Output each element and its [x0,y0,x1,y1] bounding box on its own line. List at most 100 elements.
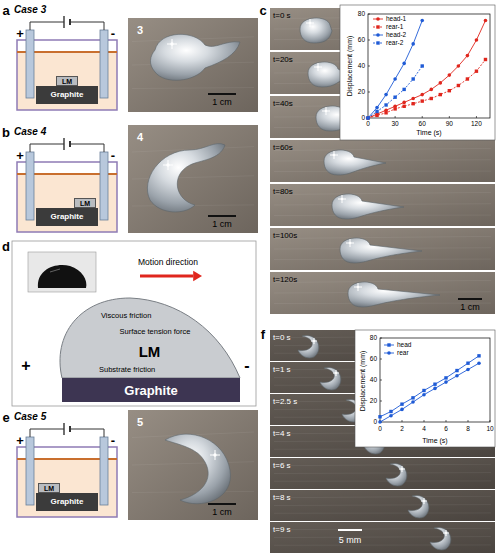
data-marker [411,102,414,105]
axis-tick [368,66,370,67]
light-glint [210,450,220,460]
light-glint [322,107,330,115]
photo-texture [274,480,491,481]
tick-label: 6 [444,426,448,433]
liquid-metal-block: LM [38,483,60,493]
light-glint [423,500,425,502]
data-marker [477,354,480,357]
axis-tick [446,420,447,422]
data-marker [411,400,415,404]
data-marker [477,361,481,365]
axis-tick [490,420,491,422]
data-marker [366,116,370,120]
tick-label: 20 [358,89,365,96]
data-marker [400,408,404,412]
data-marker [433,387,437,391]
tick-label: 0 [366,121,370,128]
data-marker [457,84,460,87]
battery-symbol [63,138,64,150]
axis-tick [449,116,450,118]
photo-background [270,490,495,521]
photo-background [128,410,258,520]
tick-label: 60 [419,121,426,128]
graphite-substrate: Graphite [36,208,98,226]
axis-tick [424,420,425,422]
scale-label: 5 mm [339,536,362,545]
axis-tick [368,14,370,15]
liquid-metal-droplet [147,144,225,212]
node-text: LM [62,78,72,85]
case-label: Case 3 [14,5,46,15]
data-marker [378,420,382,424]
data-series [380,363,479,422]
data-marker [376,17,380,21]
tick-label: 0 [361,115,365,122]
photo-texture [274,464,491,466]
liquid-metal-block: LM [56,76,78,86]
motion-arrow-head [193,271,202,282]
time-stamp: t=120s [273,276,297,284]
axis-tick [368,92,370,93]
wire [30,22,104,30]
liquid-metal-droplet [324,150,386,175]
panel-frame [12,241,256,406]
wire [30,144,104,152]
light-glint [335,372,337,374]
time-stamp: t=100s [273,232,297,240]
photo-texture [274,512,491,513]
electrode [26,437,34,505]
tick-label: 20 [370,398,377,405]
axis-tick [380,401,382,402]
data-marker [384,111,387,114]
time-stamp: t=2.5 s [273,398,297,406]
light-glint [163,160,173,170]
photo-background [270,272,495,314]
legend-text: head [397,342,411,349]
force-label: Viscous friction [101,312,151,320]
polarity-sign: + [21,358,30,374]
node-text: Graphite [51,498,84,506]
data-marker [421,64,424,67]
data-marker [448,73,452,77]
light-glint [338,195,346,203]
data-marker [484,19,488,23]
panel-letter: e [2,411,9,424]
photo-background [128,125,258,233]
data-marker [444,376,447,379]
photo-texture [132,491,254,492]
light-glint [421,498,427,504]
liquid-metal-droplet [165,434,230,504]
photo-background [270,228,495,270]
photo-texture [132,87,254,89]
axis-tick [368,40,370,41]
node-text: LM [44,485,54,492]
data-marker [400,402,403,405]
light-glint [333,154,336,157]
inset-chart-panel [355,330,495,447]
light-glint [330,151,338,159]
photo-background [270,184,495,226]
data-marker [475,38,479,42]
panel-letter: b [2,126,10,139]
data-marker [384,103,387,106]
data-marker [402,88,405,91]
axis-title: Time (s) [416,129,441,136]
panel-letter: a [2,4,9,17]
tick-label: 8 [466,426,470,433]
data-marker [429,88,433,92]
tick-label: 30 [391,121,398,128]
graphite-substrate: Graphite [36,86,98,104]
photo-texture [274,148,491,150]
axis-tick [380,338,382,339]
polarity-sign: + [16,149,24,162]
data-marker [378,415,381,418]
liquid-metal-droplet [332,194,404,219]
node-text: Graphite [124,384,177,397]
time-stamp: t=80s [273,188,293,196]
direction-label: Motion direction [138,258,198,267]
light-glint [309,22,312,25]
light-glint [313,340,315,342]
light-glint [399,466,405,472]
data-series [368,21,422,119]
